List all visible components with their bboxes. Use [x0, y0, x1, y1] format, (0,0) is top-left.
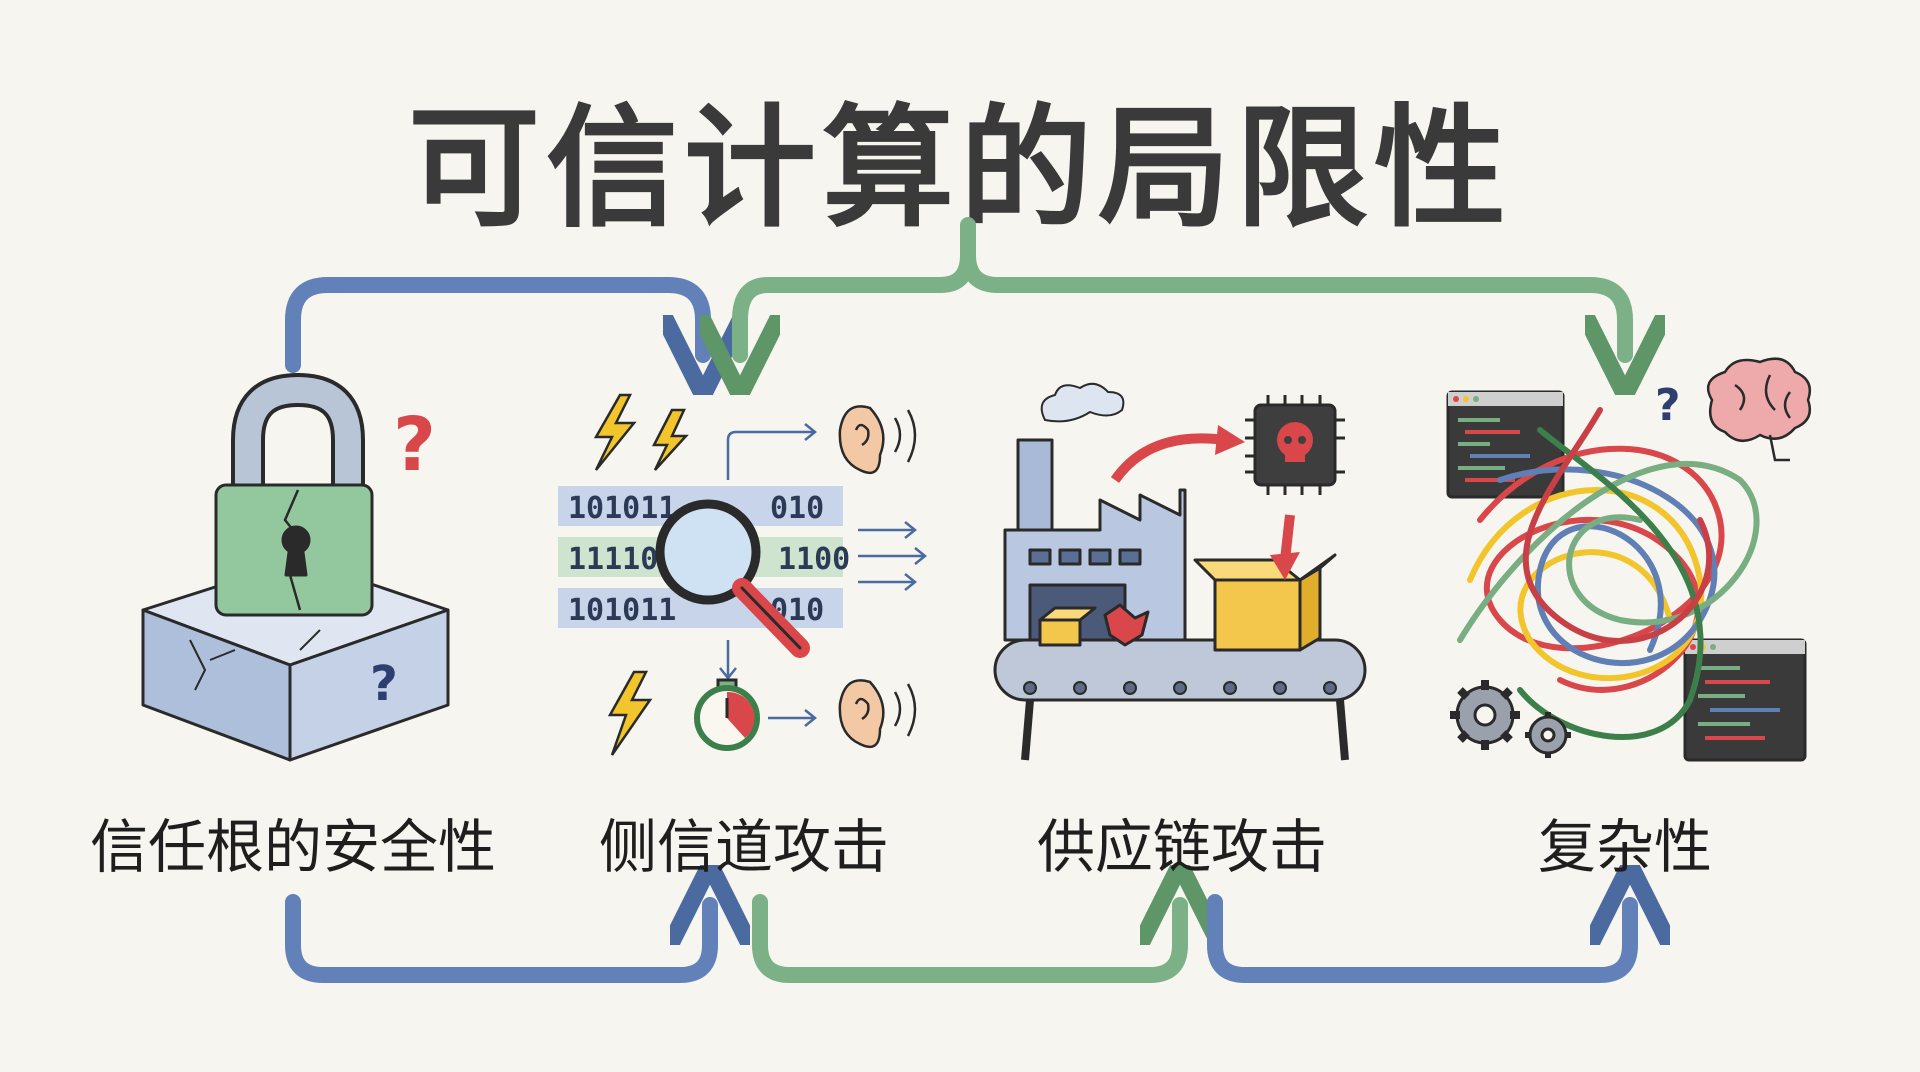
side-channel-icon: 101011 010 11110 1100 101011 010	[558, 393, 928, 756]
top-arrows	[285, 217, 1625, 365]
arrow-title-bracket	[740, 217, 976, 355]
bottom-arrows	[285, 902, 1630, 983]
magnifier-icon	[655, 499, 761, 605]
ear-icon	[838, 679, 917, 749]
binary-row-1: 101011	[568, 491, 676, 526]
arrow-bottom-3	[1207, 902, 1630, 983]
lightning-icon	[607, 670, 653, 756]
brain-icon	[1706, 357, 1812, 462]
lightning-icon	[593, 393, 637, 471]
binary-row-3: 101011	[568, 593, 676, 628]
binary-row-1-tail: 010	[770, 491, 824, 526]
label-supply-chain: 供应链攻击	[1036, 813, 1327, 881]
malicious-chip-icon	[1245, 395, 1345, 495]
arrow-root-to-sidechannel	[285, 277, 703, 365]
arrow-bottom-1	[285, 902, 710, 983]
binary-row-2: 11110	[568, 542, 658, 577]
stopwatch-icon	[694, 678, 760, 751]
tangled-complexity-icon: ?	[1446, 357, 1812, 762]
binary-row-2-tail: 1100	[778, 542, 850, 577]
ear-icon	[838, 405, 917, 475]
label-root-of-trust: 信任根的安全性	[89, 813, 496, 881]
svg-text:?: ?	[370, 656, 398, 712]
arrow-title-to-complexity	[960, 247, 1625, 355]
arrow-bottom-2	[752, 902, 1180, 983]
svg-text:?: ?	[1655, 380, 1681, 431]
smoke-cloud	[1040, 382, 1125, 423]
label-side-channel: 侧信道攻击	[598, 813, 889, 881]
svg-text:?: ?	[393, 402, 436, 488]
factory-supply-chain-icon	[993, 382, 1367, 761]
gear-icon	[1450, 680, 1520, 750]
code-window-icon	[1683, 638, 1807, 762]
cracked-padlock-icon: ? ?	[141, 373, 450, 762]
lightning-icon	[651, 408, 689, 471]
label-complexity: 复杂性	[1537, 813, 1712, 881]
page-title: 可信计算的局限性	[408, 92, 1512, 246]
gear-icon	[1525, 712, 1571, 758]
